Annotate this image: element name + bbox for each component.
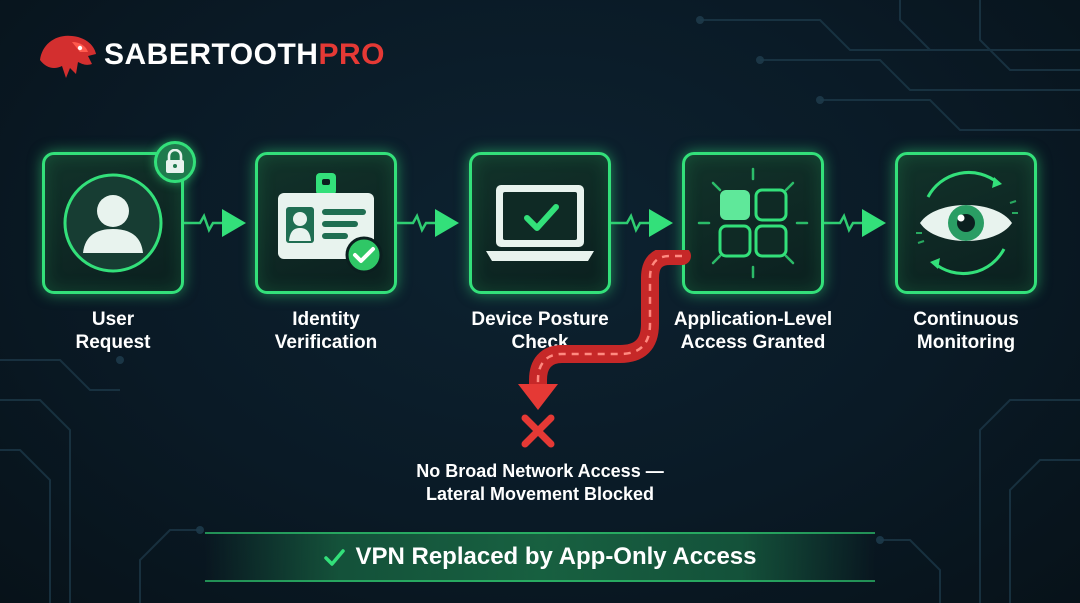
flow-arrow-4: [824, 209, 886, 237]
step-label-line: Device Posture: [471, 309, 609, 330]
step-label-user-request: User Request: [18, 308, 208, 354]
user-icon: [63, 173, 163, 273]
flow-arrow-1: [184, 209, 246, 237]
blocked-caption-line: Lateral Movement Blocked: [425, 484, 655, 504]
step-card-application-access: [682, 152, 824, 294]
step-label-line: Request: [75, 332, 151, 353]
step-label-line: Continuous: [913, 309, 1019, 330]
step-label-device-posture: Device Posture Check: [445, 308, 635, 354]
brand-name-pro: PRO: [318, 38, 385, 71]
blocked-caption-line: No Broad Network Access —: [416, 461, 664, 481]
summary-banner-text: VPN Replaced by App-Only Access: [355, 543, 757, 570]
lock-badge: [154, 141, 196, 183]
summary-banner: VPN Replaced by App-Only Access: [205, 532, 875, 582]
flow-arrow-3: [611, 209, 673, 237]
blocked-x-icon: [521, 414, 555, 448]
step-label-line: Access Granted: [680, 332, 826, 353]
step-card-device-posture: [469, 152, 611, 294]
blocked-path-arrow: [518, 250, 691, 448]
step-label-identity-verification: Identity Verification: [231, 308, 421, 354]
brand-logo: SABERTOOTHPRO: [36, 30, 385, 80]
brand-name: SABERTOOTHPRO: [104, 38, 385, 72]
step-card-identity-verification: [255, 152, 397, 294]
step-label-line: Identity: [292, 309, 360, 330]
step-label-line: User: [91, 309, 135, 330]
app-grid-icon: [697, 167, 809, 279]
brand-name-main: SABERTOOTH: [104, 38, 319, 71]
checkmark-icon: [324, 549, 346, 566]
eye-icon: [916, 170, 1018, 276]
step-label-line: Verification: [274, 332, 378, 353]
step-label-line: Monitoring: [916, 332, 1016, 353]
step-card-continuous-monitoring: [895, 152, 1037, 294]
step-label-application-access: Application-Level Access Granted: [658, 308, 848, 354]
blocked-caption: No Broad Network Access — Lateral Moveme…: [370, 460, 710, 506]
step-label-line: Application-Level: [673, 309, 833, 330]
laptop-check-icon: [486, 185, 594, 261]
flow-arrow-2: [397, 209, 459, 237]
step-label-continuous-monitoring: Continuous Monitoring: [871, 308, 1061, 354]
lock-icon: [166, 149, 184, 173]
sabertooth-logo-icon: [40, 35, 96, 78]
id-badge-icon: [278, 173, 383, 274]
